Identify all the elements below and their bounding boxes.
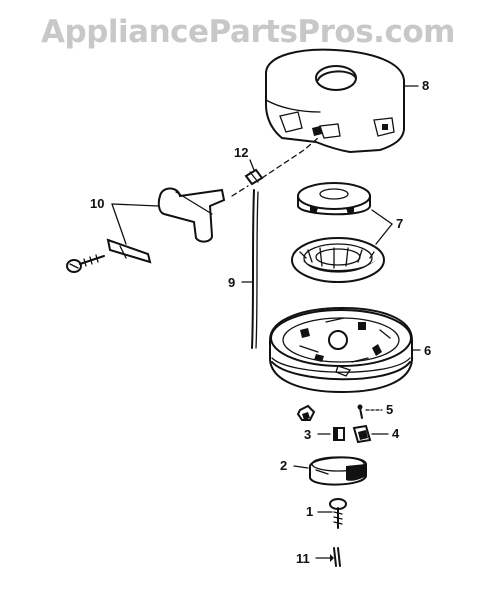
assembly-line-10 [231, 185, 249, 197]
assembly-line-12 [261, 137, 319, 179]
leader-7-a [371, 209, 393, 225]
leader-12 [249, 159, 255, 171]
callout-6: 6 [424, 343, 431, 358]
leader-10-a [111, 203, 159, 207]
part-5-pin [357, 404, 363, 419]
callout-5: 5 [386, 402, 393, 417]
part-8-housing [265, 48, 405, 154]
callout-12: 12 [234, 145, 248, 160]
callout-3: 3 [304, 427, 311, 442]
callout-4: 4 [392, 426, 400, 441]
callout-7: 7 [396, 216, 403, 231]
part-9-rope [251, 189, 259, 349]
part-7-recoil-spring [291, 237, 385, 283]
part-10-pawl [106, 187, 226, 264]
callout-11: 11 [296, 551, 310, 566]
callout-2: 2 [280, 458, 287, 473]
callout-10: 10 [90, 196, 104, 211]
part-6-pulley [269, 306, 413, 394]
watermark: AppliancePartsPros.com [41, 14, 455, 50]
screw [66, 254, 105, 273]
callout-8: 8 [422, 78, 429, 93]
part-11-insert [333, 547, 341, 567]
leader-10-b [111, 203, 127, 245]
arrow-11 [330, 554, 334, 562]
part-nut [296, 404, 316, 421]
callout-1: 1 [306, 504, 313, 519]
part-7-spring-cup [297, 182, 371, 216]
callout-9: 9 [228, 275, 235, 290]
leader-7-b [375, 223, 393, 245]
part-3-spacer [333, 427, 345, 441]
part-4-spring [352, 424, 372, 444]
leader-2 [293, 465, 309, 469]
part-2-retainer [309, 456, 367, 486]
part-1-screw [329, 498, 347, 529]
part-12-pin [244, 168, 264, 186]
